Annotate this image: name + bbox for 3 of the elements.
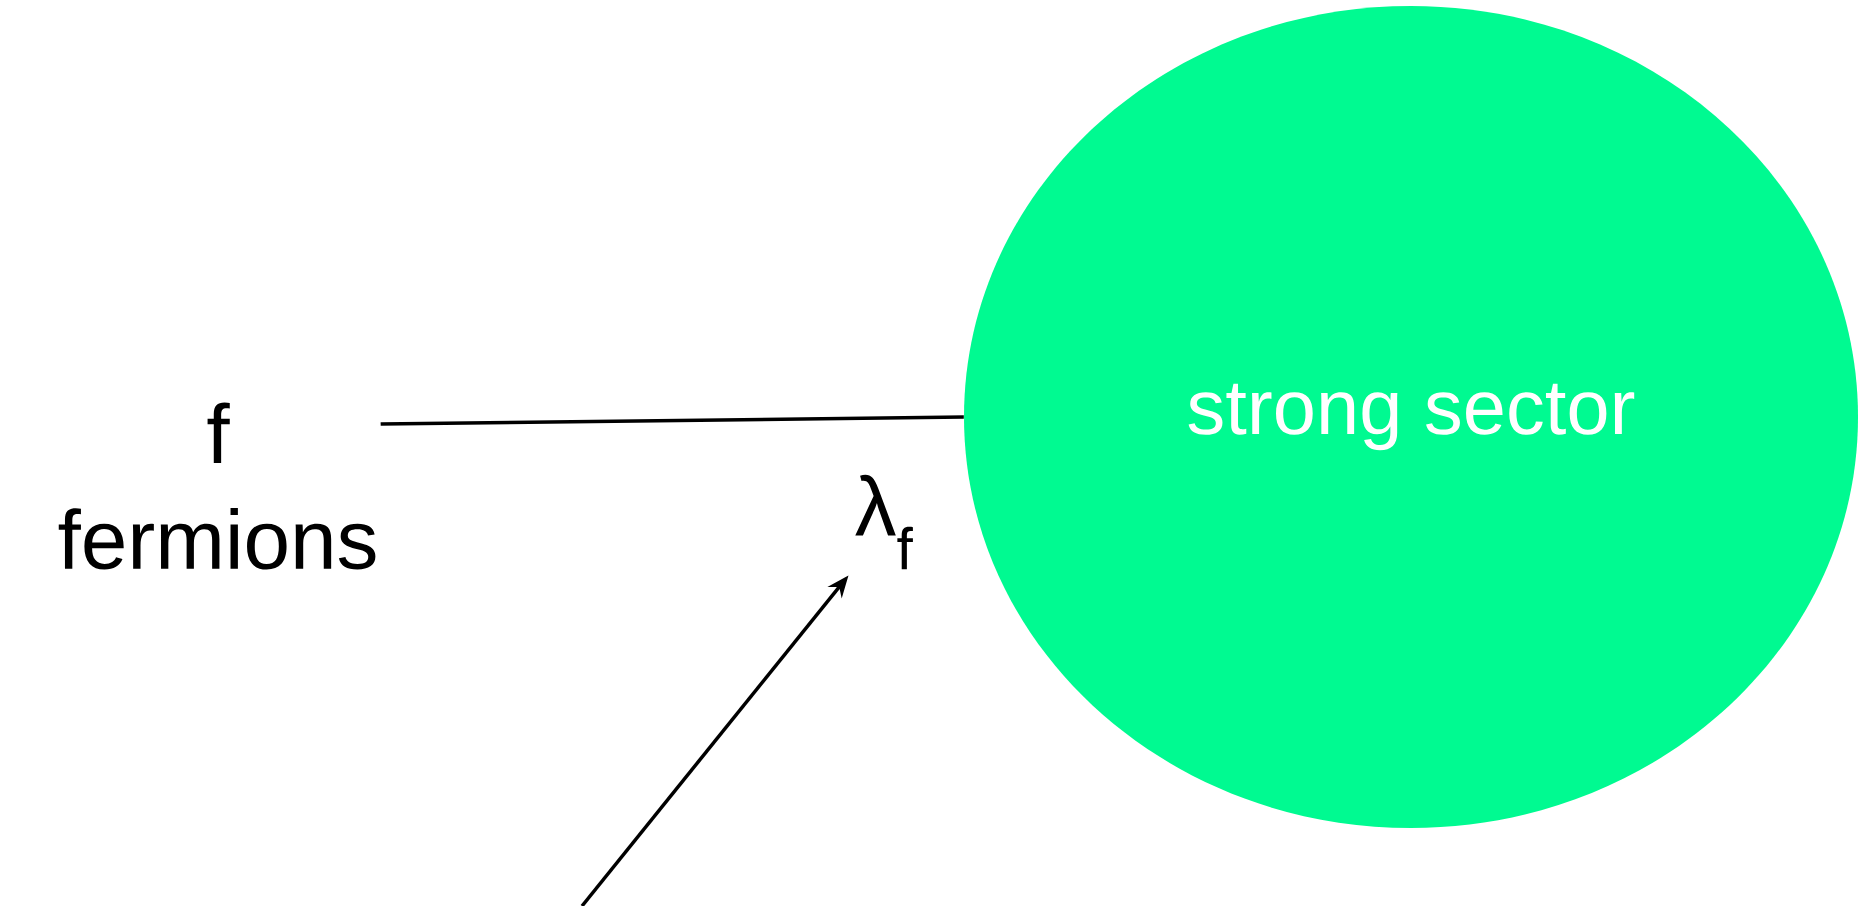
connector-line <box>380 415 964 426</box>
text-label: f fermions <box>58 402 376 570</box>
text-label: λ$_{f}$ <box>855 474 913 570</box>
